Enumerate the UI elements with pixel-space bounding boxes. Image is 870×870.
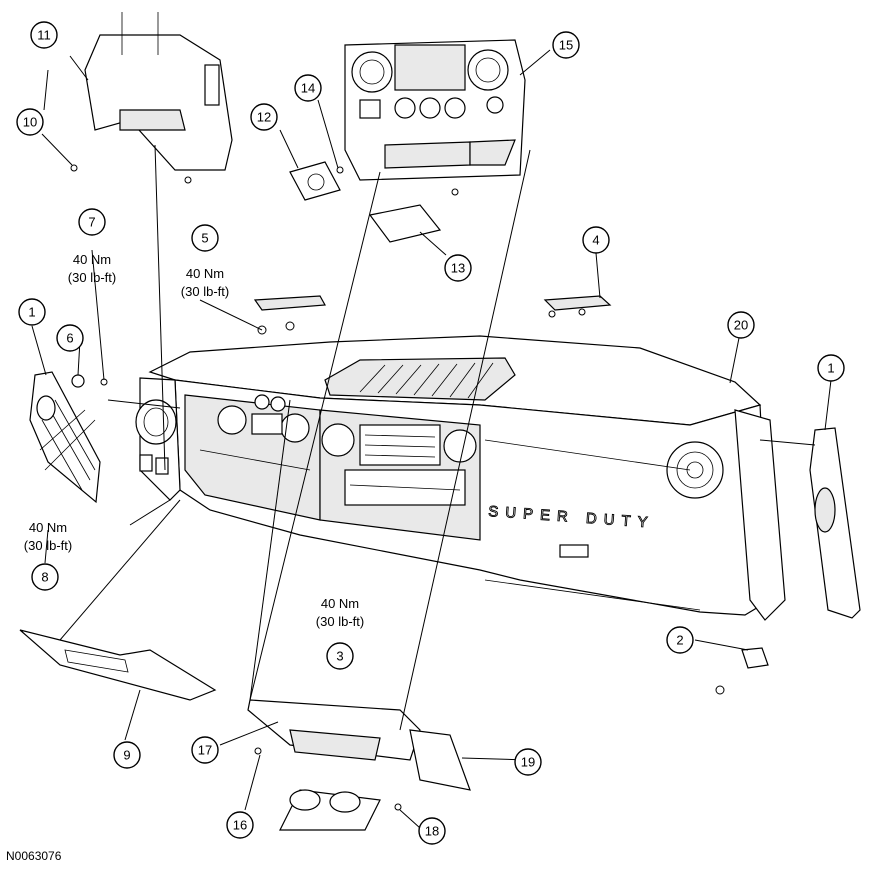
right-end-bracket	[734, 409, 786, 621]
svg-text:13: 13	[451, 261, 465, 276]
callout-6: 6	[56, 324, 84, 352]
callout-16: 16	[226, 811, 254, 839]
left-switch-2	[155, 457, 169, 475]
callout-15: 15	[552, 31, 580, 59]
lower-center-console	[247, 699, 421, 761]
torque-spec-callout-5: 40 Nm (30 lb-ft)	[181, 266, 229, 299]
callout-3: 3	[326, 642, 354, 670]
callout-10: 10	[16, 108, 44, 136]
glovebox-latch	[559, 544, 589, 558]
callout-13: 13	[444, 254, 472, 282]
svg-text:40 Nm: 40 Nm	[29, 520, 67, 535]
svg-text:10: 10	[23, 115, 37, 130]
svg-text:19: 19	[521, 755, 535, 770]
lower-bracket	[715, 647, 769, 695]
callout-11: 11	[30, 21, 58, 49]
fastener-14	[336, 166, 344, 174]
left-switch-1	[139, 454, 153, 472]
svg-text:12: 12	[257, 110, 271, 125]
torque-spec-callout-3: 40 Nm (30 lb-ft)	[316, 596, 364, 629]
callout-7: 7	[78, 208, 106, 236]
svg-text:11: 11	[37, 28, 51, 43]
callout-2: 2	[666, 626, 694, 654]
svg-text:9: 9	[123, 748, 130, 763]
switch-bezel-12	[289, 161, 341, 201]
callout-14: 14	[294, 74, 322, 102]
knee-bolster-panel	[19, 629, 217, 701]
svg-text:8: 8	[41, 570, 48, 585]
instrument-panel-assembly: SUPER DUTY	[135, 335, 771, 616]
defrost-vent-louvers	[359, 362, 494, 399]
right-air-vent	[666, 441, 724, 499]
svg-text:18: 18	[425, 824, 439, 839]
svg-text:4: 4	[592, 233, 599, 248]
cup-holder-16	[254, 747, 402, 831]
center-finish-panel	[344, 39, 526, 196]
torque-spec-callout-8: 40 Nm (30 lb-ft)	[24, 520, 72, 553]
left-top-trim	[253, 295, 326, 335]
center-stack-radio	[321, 423, 477, 506]
svg-text:3: 3	[336, 649, 343, 664]
pad-13	[368, 204, 442, 243]
callout-8: 8	[31, 563, 59, 591]
left-end-panel	[29, 371, 101, 504]
callout-18: 18	[418, 817, 446, 845]
svg-text:16: 16	[233, 818, 247, 833]
callout-9: 9	[113, 741, 141, 769]
steering-column-opening-cover	[70, 12, 233, 184]
svg-text:14: 14	[301, 81, 315, 96]
right-end-panel	[809, 427, 861, 619]
right-top-trim	[543, 295, 612, 318]
svg-text:(30 lb-ft): (30 lb-ft)	[181, 284, 229, 299]
svg-text:1: 1	[28, 305, 35, 320]
svg-text:6: 6	[66, 331, 73, 346]
callout-1-right: 1	[817, 354, 845, 382]
svg-text:15: 15	[559, 38, 573, 53]
svg-text:(30 lb-ft): (30 lb-ft)	[24, 538, 72, 553]
callout-5: 5	[191, 224, 219, 252]
console-finish-panel-19	[409, 729, 471, 791]
figure-id: N0063076	[6, 849, 62, 863]
svg-text:5: 5	[201, 231, 208, 246]
svg-text:40 Nm: 40 Nm	[321, 596, 359, 611]
callout-20: 20	[727, 311, 755, 339]
instrument-cluster-gauges	[199, 394, 311, 471]
svg-text:40 Nm: 40 Nm	[186, 266, 224, 281]
callout-19: 19	[514, 748, 542, 776]
assembly-reference-lines	[59, 144, 816, 731]
torque-spec-callout-7: 40 Nm (30 lb-ft)	[68, 252, 116, 285]
svg-text:40 Nm: 40 Nm	[73, 252, 111, 267]
left-air-vent	[135, 399, 177, 445]
svg-text:7: 7	[88, 215, 95, 230]
svg-text:17: 17	[198, 743, 212, 758]
svg-text:20: 20	[734, 318, 748, 333]
svg-text:2: 2	[676, 633, 683, 648]
callout-17: 17	[191, 736, 219, 764]
callout-4: 4	[582, 226, 610, 254]
svg-text:1: 1	[827, 361, 834, 376]
callout-12: 12	[250, 103, 278, 131]
callout-1-left: 1	[18, 298, 46, 326]
svg-text:(30 lb-ft): (30 lb-ft)	[316, 614, 364, 629]
callout-leaders	[31, 49, 832, 829]
plug	[71, 374, 85, 388]
svg-text:(30 lb-ft): (30 lb-ft)	[68, 270, 116, 285]
